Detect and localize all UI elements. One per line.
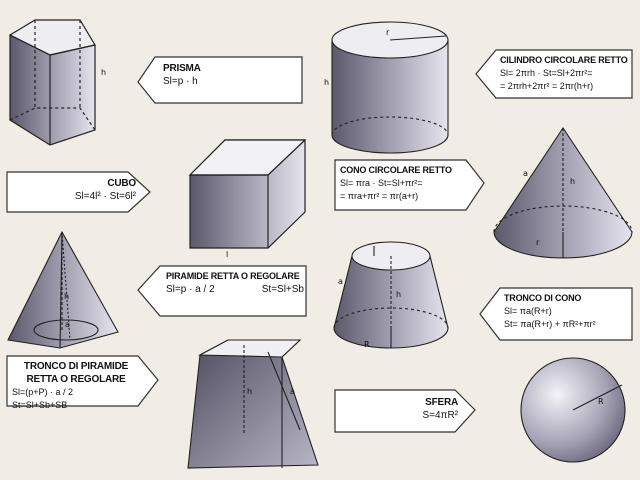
prisma-formula: Sl=p · h xyxy=(163,76,198,87)
tronco-piramide-formula-2: St=Sl+Sb+SB xyxy=(12,400,68,410)
pyramid-a-label: a xyxy=(65,320,70,329)
cilindro-formula-2: = 2πrh+2πr² = 2πr(h+r) xyxy=(500,81,594,91)
cubo-title: CUBO xyxy=(107,178,136,189)
cone-a-label: a xyxy=(523,169,528,178)
tronco-piramide-title-1: TRONCO DI PIRAMIDE xyxy=(23,361,129,372)
cone-solid xyxy=(493,127,633,259)
sphere-solid xyxy=(520,357,626,463)
sfera-label: SFERA S=4πR² xyxy=(340,396,458,422)
sphere-R-label: R xyxy=(598,397,604,406)
sfera-card xyxy=(334,389,476,433)
cubo-formula: Sl=4l² · St=6l² xyxy=(74,191,136,202)
tronco-cono-card xyxy=(479,287,633,341)
cube-l-label: l xyxy=(226,250,229,259)
piramide-title: PIRAMIDE RETTA O REGOLARE xyxy=(166,271,300,281)
cubo-label: CUBO Sl=4l² · St=6l² xyxy=(12,177,136,203)
label-cards xyxy=(6,49,633,433)
tronco-piramide-formula-1: Sl=(p+P) · a / 2 xyxy=(12,387,74,397)
piramide-card xyxy=(137,265,307,317)
cone-r-label: r xyxy=(536,238,540,247)
cono-formula-1: Sl= πra · St=Sl+πr²= xyxy=(340,178,423,188)
frustum-pyr-h-label: h xyxy=(247,387,253,396)
piramide-formula-1: Sl=p · a / 2 xyxy=(166,284,215,295)
cylinder-h-label: h xyxy=(324,78,330,87)
cono-formula-2: = πra+πr² = πr(a+r) xyxy=(340,191,419,201)
cilindro-label: CILINDRO CIRCOLARE RETTO Sl= 2πrh · St=S… xyxy=(500,54,630,93)
prisma-card xyxy=(137,56,303,104)
tronco-piramide-card xyxy=(6,355,159,407)
cono-title: CONO CIRCOLARE RETTO xyxy=(340,165,452,175)
cilindro-title: CILINDRO CIRCOLARE RETTO xyxy=(500,55,628,65)
frustum-pyramid-solid xyxy=(187,339,319,469)
pyramid-h-label: h xyxy=(64,292,70,301)
cilindro-card xyxy=(475,49,633,99)
tronco-cono-label: TRONCO DI CONO Sl= πa(R+r) St= πa(R+r) +… xyxy=(504,292,632,331)
frustum-cone-R-label: R xyxy=(364,340,370,349)
frustum-cone-solid xyxy=(333,241,449,349)
sfera-title: SFERA xyxy=(425,397,458,408)
cube-solid xyxy=(188,139,307,249)
prism-h-label: h xyxy=(101,68,107,77)
tronco-piramide-label: TRONCO DI PIRAMIDE RETTA O REGOLARE Sl=(… xyxy=(12,360,140,412)
prisma-label: PRISMA Sl=p · h xyxy=(163,62,298,88)
tronco-cono-formula-1: Sl= πa(R+r) xyxy=(504,306,552,316)
sfera-formula: S=4πR² xyxy=(422,410,458,421)
frustum-cone-a-label: a xyxy=(338,277,343,286)
frustum-pyr-a-label: a xyxy=(290,387,295,396)
pyramid-solid xyxy=(7,230,119,349)
cilindro-formula-1: Sl= 2πrh · St=Sl+2πr²= xyxy=(500,68,593,78)
cone-h-label: h xyxy=(570,177,576,186)
piramide-formula-2: St=Sl+Sb xyxy=(261,284,304,295)
cono-card xyxy=(334,159,485,211)
tronco-cono-title: TRONCO DI CONO xyxy=(504,293,582,303)
cubo-card xyxy=(6,171,151,213)
cylinder-solid xyxy=(331,21,449,154)
prisma-title: PRISMA xyxy=(163,63,201,74)
tronco-piramide-title-2: RETTA O REGOLARE xyxy=(26,374,126,385)
tronco-cono-formula-2: St= πa(R+r) + πR²+πr² xyxy=(504,319,596,329)
prism-solid xyxy=(8,19,96,146)
piramide-label: PIRAMIDE RETTA O REGOLARE Sl=p · a / 2 S… xyxy=(166,270,304,296)
frustum-cone-h-label: h xyxy=(396,290,402,299)
cylinder-r-label: r xyxy=(386,28,390,37)
cono-label: CONO CIRCOLARE RETTO Sl= πra · St=Sl+πr²… xyxy=(340,164,468,203)
